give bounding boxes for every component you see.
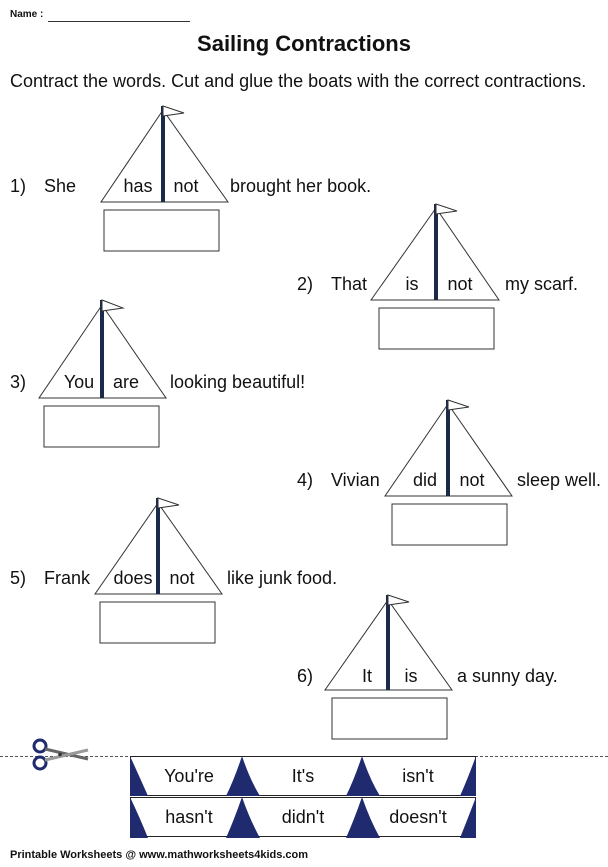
cutout-word[interactable]: It's [291, 766, 315, 786]
cutout-strip: You're It's isn't hasn't didn't doesn't [130, 756, 476, 838]
question-3-rest: looking beautiful! [170, 372, 306, 392]
cutout-row-1 [130, 756, 476, 796]
question-6-rest: a sunny day. [457, 666, 558, 686]
answer-box-4[interactable] [392, 504, 507, 545]
answer-box-2[interactable] [379, 308, 494, 349]
question-4-word1: did [412, 470, 438, 490]
cutout-word[interactable]: isn't [402, 766, 434, 786]
question-1-subject: She [44, 176, 77, 196]
question-1-rest: brought her book. [230, 176, 372, 196]
cutout-word[interactable]: doesn't [389, 807, 447, 827]
question-5-word2: not [169, 568, 195, 588]
answer-box-5[interactable] [100, 602, 215, 643]
name-line[interactable] [48, 21, 190, 22]
scissors-icon [32, 738, 89, 771]
question-5-number: 5) [10, 568, 27, 588]
question-5-rest: like junk food. [227, 568, 338, 588]
cutout-word[interactable]: didn't [281, 807, 325, 827]
question-5-subject: Frank [44, 568, 91, 588]
cutout-word[interactable]: hasn't [165, 807, 213, 827]
question-6-word2: is [404, 666, 418, 686]
cutout-sails [130, 756, 476, 838]
question-3-number: 3) [10, 372, 27, 392]
footer-credit: Printable Worksheets @ www.mathworksheet… [10, 849, 309, 861]
question-2-word2: not [447, 274, 473, 294]
instructions: Contract the words. Cut and glue the boa… [10, 71, 587, 91]
question-2-subject: That [331, 274, 368, 294]
question-6-word1: It [361, 666, 372, 686]
question-4-word2: not [459, 470, 485, 490]
question-2-rest: my scarf. [505, 274, 579, 294]
cutout-word[interactable]: You're [164, 766, 214, 786]
answer-box-6[interactable] [332, 698, 447, 739]
question-4-subject: Vivian [331, 470, 380, 490]
question-3-word2: are [112, 372, 139, 392]
answer-box-3[interactable] [44, 406, 159, 447]
question-1-word1: has [123, 176, 153, 196]
question-4-number: 4) [297, 470, 314, 490]
answer-box-1[interactable] [104, 210, 219, 251]
question-3-word1: You [63, 372, 95, 392]
name-label: Name : [10, 9, 44, 20]
question-1-number: 1) [10, 176, 27, 196]
question-4-rest: sleep well. [517, 470, 602, 490]
question-1-word2: not [173, 176, 199, 196]
question-2-number: 2) [297, 274, 314, 294]
question-6-number: 6) [297, 666, 314, 686]
question-2-word1: is [405, 274, 419, 294]
question-5-word1: does [113, 568, 153, 588]
page-title: Sailing Contractions [197, 31, 411, 56]
